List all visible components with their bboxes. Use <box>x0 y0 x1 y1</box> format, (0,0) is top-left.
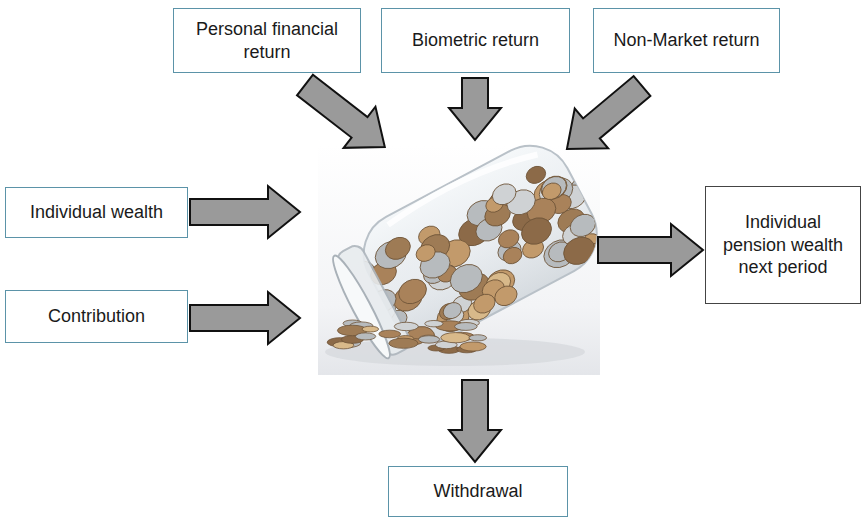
coin <box>539 180 564 203</box>
coin <box>389 338 418 348</box>
coin <box>394 275 430 309</box>
text-box: Personal financial return <box>173 8 361 73</box>
coin-jar <box>322 123 635 385</box>
block-arrow <box>190 292 300 344</box>
coin <box>440 299 464 321</box>
text-box: Biometric return <box>381 8 570 73</box>
coin <box>355 333 375 340</box>
coin <box>418 336 439 343</box>
box-label: Individual wealth <box>30 201 163 224</box>
coin <box>566 210 599 241</box>
coin <box>489 180 520 209</box>
block-arrows <box>190 64 703 462</box>
coin <box>559 232 600 270</box>
coin <box>517 213 556 250</box>
spilled-coins <box>327 319 486 353</box>
text-box: Withdrawal <box>388 466 568 517</box>
coin <box>413 241 438 264</box>
jar-mouth <box>326 252 396 363</box>
box-label: Contribution <box>48 305 145 328</box>
box-label: Withdrawal <box>433 480 522 503</box>
box-label: Non-Market return <box>613 29 759 52</box>
coin <box>455 323 478 331</box>
coin <box>394 322 418 330</box>
coin <box>495 226 522 251</box>
coin <box>445 259 487 298</box>
coin <box>460 342 486 351</box>
box-label: Biometric return <box>412 29 539 52</box>
block-arrow <box>598 224 703 276</box>
block-arrow <box>449 380 501 462</box>
text-box: Individual wealth <box>5 187 188 238</box>
box-label: Personal financial return <box>182 18 352 63</box>
coin <box>362 326 379 332</box>
coin <box>491 282 520 309</box>
block-arrow <box>289 64 401 167</box>
coin <box>538 172 570 202</box>
coin <box>470 291 498 317</box>
block-arrow <box>449 78 501 140</box>
coin <box>537 172 571 204</box>
box-label: Individual pension wealth next period <box>714 211 852 279</box>
block-arrow <box>190 186 300 238</box>
coin <box>469 335 487 341</box>
coin <box>382 233 415 264</box>
coin <box>441 333 470 343</box>
block-arrow <box>550 66 658 169</box>
text-box: Non-Market return <box>593 8 780 73</box>
coin <box>425 320 443 326</box>
text-box: Individual pension wealth next period <box>705 186 861 304</box>
text-box: Contribution <box>5 290 188 343</box>
coin <box>379 330 401 338</box>
glass-shine <box>386 143 538 231</box>
